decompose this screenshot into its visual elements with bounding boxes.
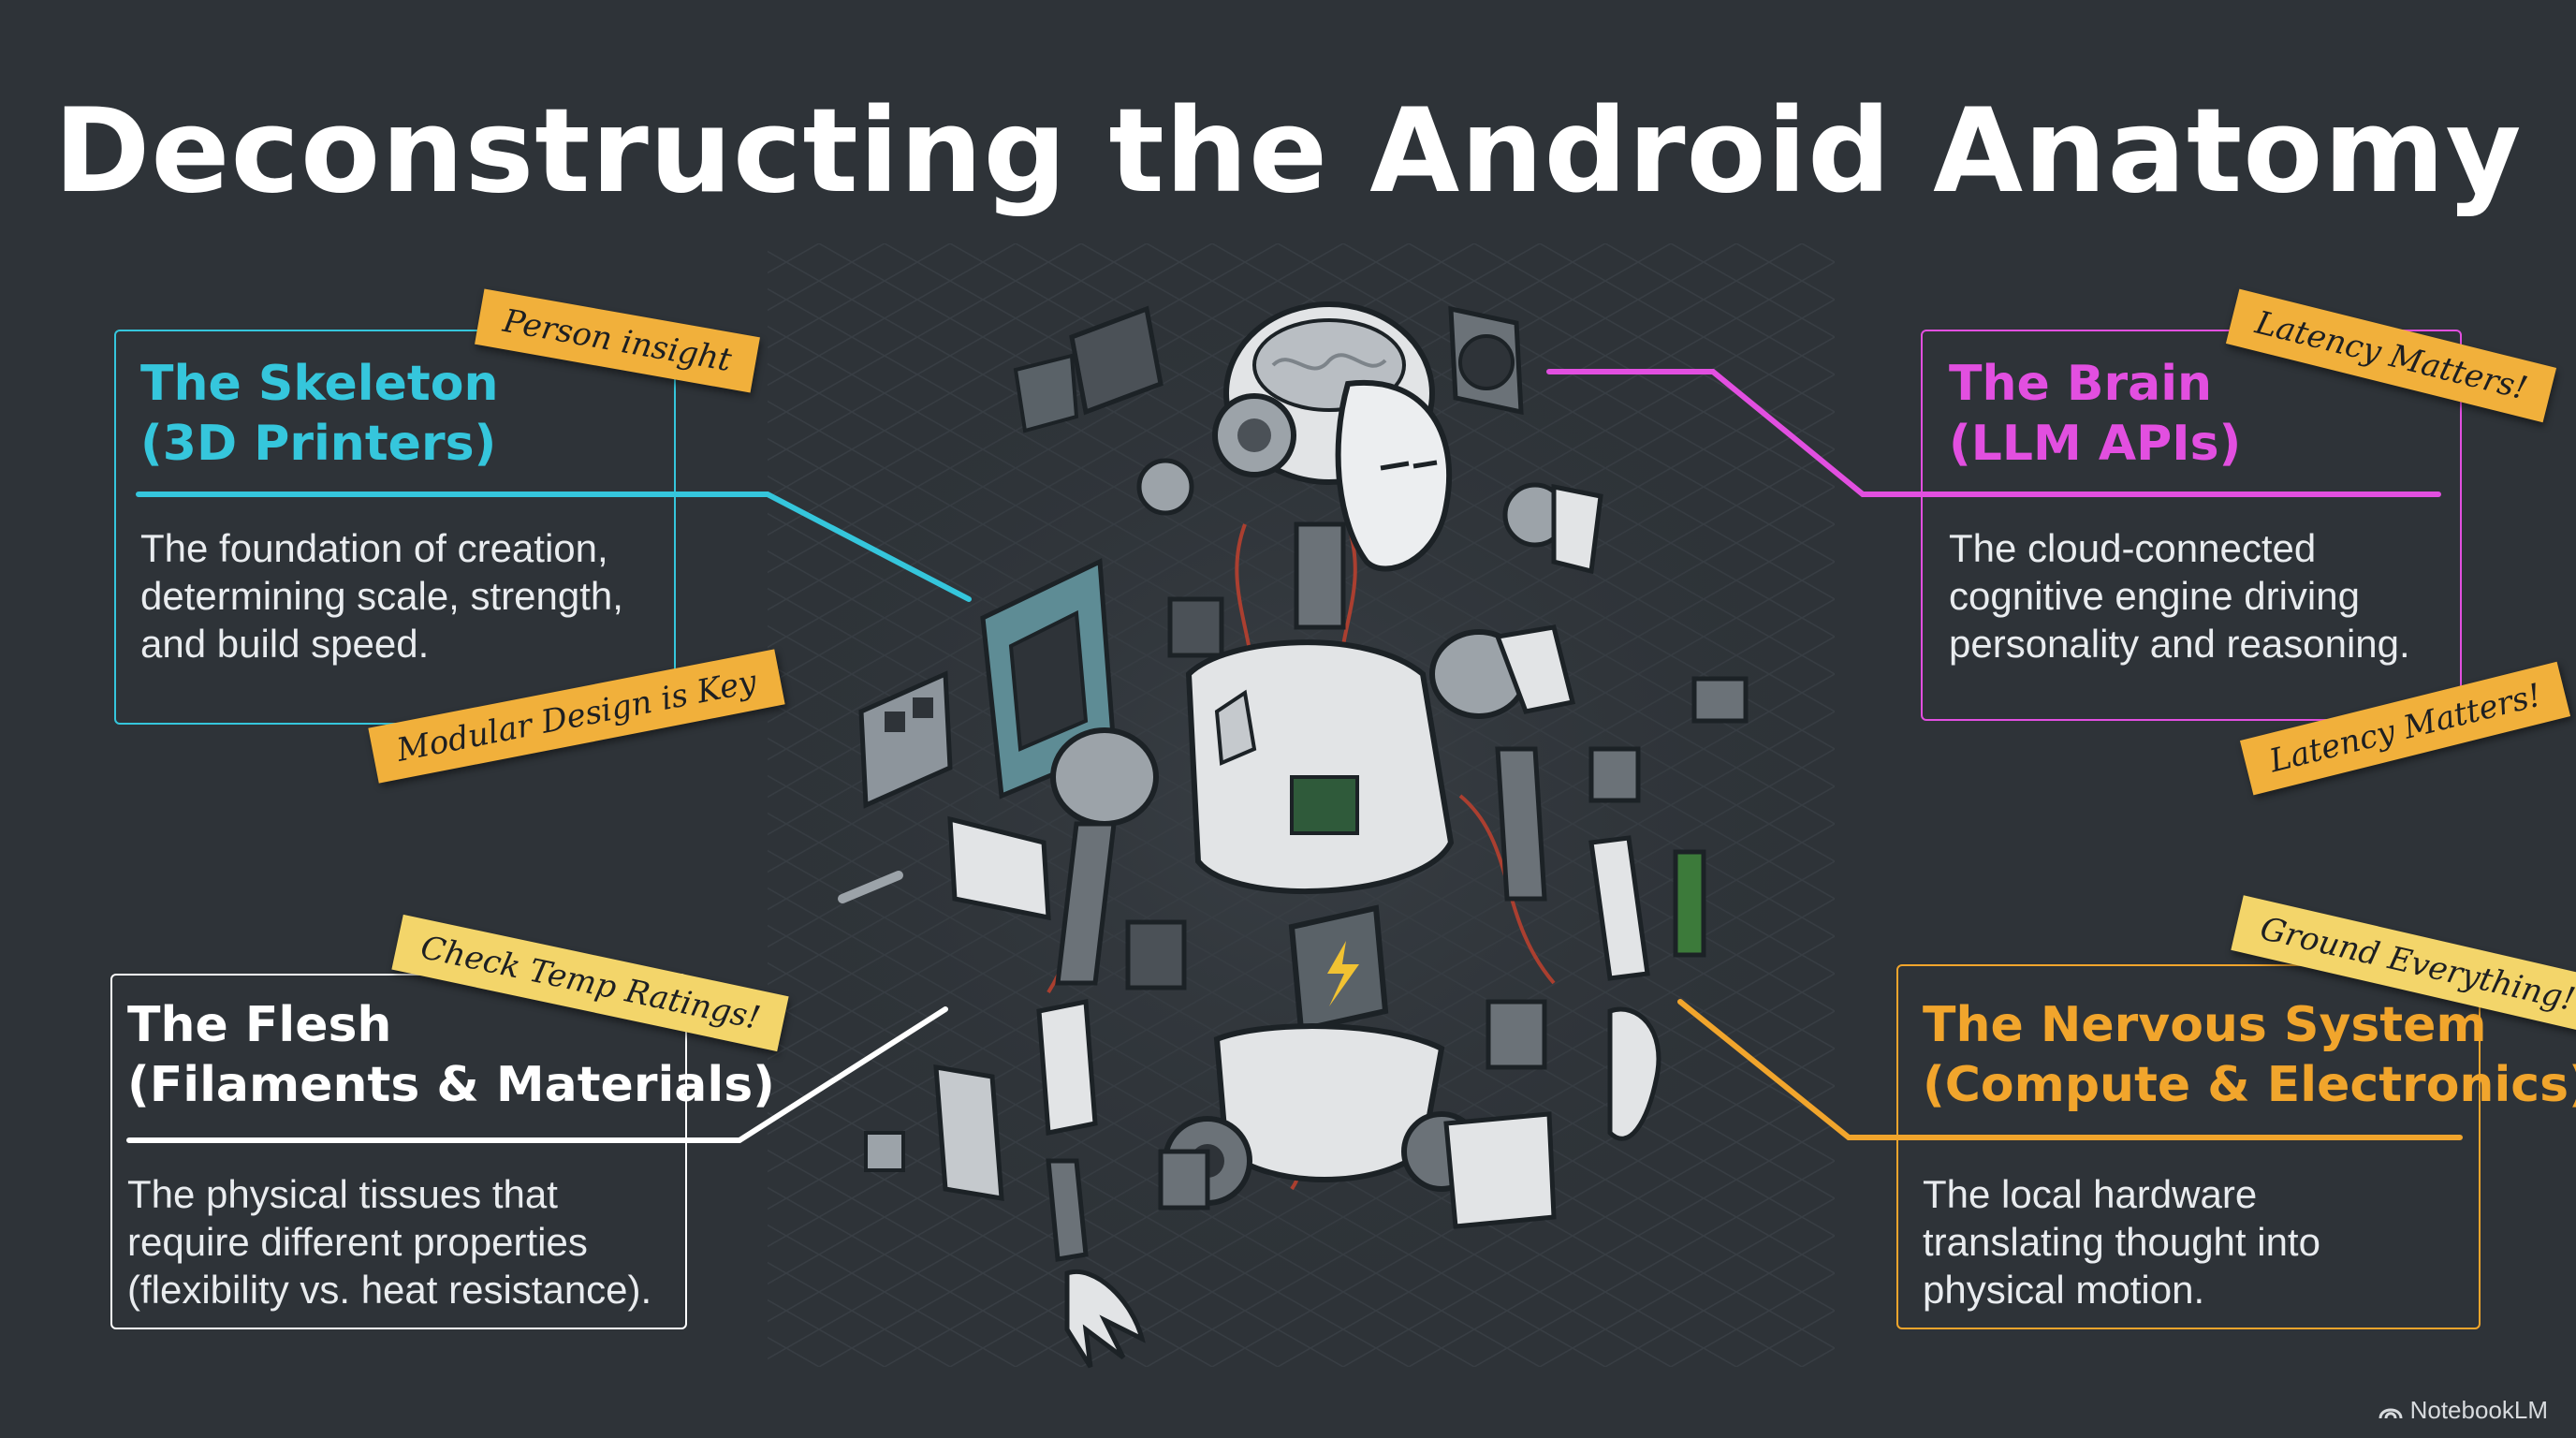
flesh-desc-line: (flexibility vs. heat resistance).	[127, 1268, 652, 1312]
flesh-title: The Flesh	[127, 997, 392, 1053]
nervous-leader-line	[1677, 999, 2463, 1140]
skeleton-title: The Skeleton	[140, 356, 499, 412]
chip-icon	[1013, 305, 1164, 433]
brain-subtitle: (LLM APIs)	[1949, 416, 2242, 472]
brain-desc-line: The cloud-connected	[1949, 526, 2317, 570]
brain-leader-line	[1546, 369, 2441, 497]
flesh-subtitle: (Filaments & Materials)	[127, 1057, 775, 1113]
skeleton-desc-line: and build speed.	[140, 622, 430, 666]
brain-title: The Brain	[1949, 356, 2213, 412]
brain-desc-line: personality and reasoning.	[1949, 622, 2410, 666]
skeleton-subtitle: (3D Printers)	[140, 416, 497, 472]
mount-plate-icon	[858, 670, 953, 809]
page-title: Deconstructing the Android Anatomy	[53, 84, 2523, 219]
speaker-icon	[1448, 305, 1524, 416]
nervous-title: The Nervous System	[1923, 997, 2487, 1053]
brain-desc-line: cognitive engine driving	[1949, 574, 2360, 618]
battery-bolt-icon	[1288, 904, 1389, 1034]
flesh-leader-line	[126, 1006, 948, 1143]
torso-icon	[1185, 639, 1455, 894]
skeleton-desc-line: determining scale, strength,	[140, 574, 623, 618]
arm-left	[1036, 727, 1159, 1262]
nervous-desc-line: The local hardware	[1923, 1172, 2258, 1216]
arm-right	[1429, 624, 1661, 1141]
brand-mark: NotebookLM	[2378, 1396, 2548, 1425]
nervous-desc-line: physical motion.	[1923, 1268, 2205, 1312]
skeleton-desc-line: The foundation of creation,	[140, 526, 608, 570]
flesh-desc-line: require different properties	[127, 1220, 588, 1264]
notebooklm-logo-icon	[2378, 1408, 2403, 1418]
nervous-card-frame	[1896, 964, 2481, 1329]
flesh-desc-line: The physical tissues that	[127, 1172, 558, 1216]
nervous-desc-line: translating thought into	[1923, 1220, 2320, 1264]
nervous-subtitle: (Compute & Electronics)	[1923, 1057, 2576, 1113]
robot-head-icon	[1212, 301, 1453, 572]
brain-card-frame	[1921, 330, 2462, 721]
robot-hand-icon	[1064, 1269, 1146, 1369]
flesh-card-frame	[110, 974, 687, 1329]
motor-icon	[838, 458, 1749, 1229]
skeleton-leader-line	[136, 492, 972, 602]
brand-label: NotebookLM	[2409, 1396, 2548, 1424]
